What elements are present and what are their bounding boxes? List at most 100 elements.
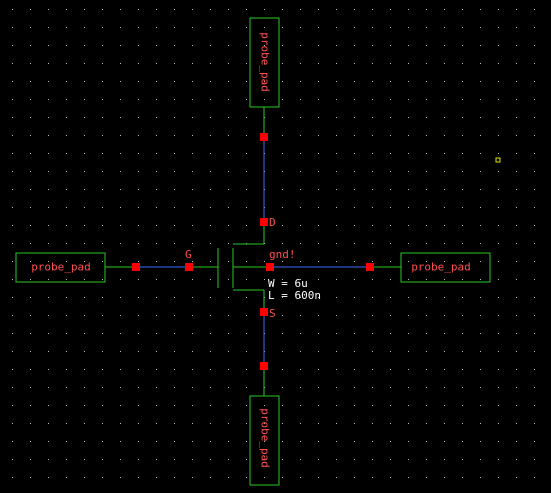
grid-dot — [174, 117, 175, 118]
pin-left-pad[interactable] — [132, 263, 140, 271]
grid-dot — [480, 9, 481, 10]
grid-dot — [300, 333, 301, 334]
probe-pad-right[interactable]: probe_pad — [400, 252, 491, 283]
grid-dot — [264, 459, 265, 460]
grid-dot — [516, 81, 517, 82]
grid-dot — [192, 117, 193, 118]
grid-dot — [336, 369, 337, 370]
grid-dot — [462, 333, 463, 334]
pin-bulk[interactable] — [266, 263, 274, 271]
grid-dot — [390, 207, 391, 208]
grid-dot — [192, 45, 193, 46]
probe-pad-bottom[interactable]: probe_pad — [249, 395, 280, 486]
pin-bottom-pad[interactable] — [260, 362, 268, 370]
pin-right-pad[interactable] — [366, 263, 374, 271]
grid-dot — [48, 243, 49, 244]
grid-dot — [228, 207, 229, 208]
grid-dot — [462, 351, 463, 352]
grid-dot — [444, 117, 445, 118]
grid-dot — [192, 459, 193, 460]
grid-dot — [372, 45, 373, 46]
grid-dot — [336, 243, 337, 244]
grid-dot — [408, 297, 409, 298]
grid-dot — [210, 261, 211, 262]
grid-dot — [372, 225, 373, 226]
grid-dot — [534, 9, 535, 10]
grid-dot — [30, 63, 31, 64]
grid-dot — [282, 297, 283, 298]
grid-dot — [534, 315, 535, 316]
grid-dot — [138, 297, 139, 298]
grid-dot — [498, 171, 499, 172]
grid-dot — [192, 189, 193, 190]
grid-dot — [426, 243, 427, 244]
grid-dot — [300, 459, 301, 460]
probe-pad-left[interactable]: probe_pad — [15, 252, 106, 283]
grid-dot — [354, 99, 355, 100]
grid-dot — [444, 351, 445, 352]
grid-dot — [408, 81, 409, 82]
grid-dot — [120, 81, 121, 82]
grid-dot — [246, 81, 247, 82]
grid-dot — [12, 459, 13, 460]
grid-dot — [426, 261, 427, 262]
pin-source[interactable] — [260, 308, 268, 316]
grid-dot — [408, 351, 409, 352]
grid-dot — [174, 405, 175, 406]
grid-dot — [300, 477, 301, 478]
grid-dot — [12, 261, 13, 262]
grid-dot — [480, 99, 481, 100]
grid-dot — [228, 225, 229, 226]
grid-dot — [12, 297, 13, 298]
grid-dot — [120, 369, 121, 370]
grid-dot — [192, 351, 193, 352]
grid-dot — [48, 459, 49, 460]
grid-dot — [228, 171, 229, 172]
grid-dot — [372, 81, 373, 82]
grid-dot — [174, 423, 175, 424]
grid-dot — [156, 189, 157, 190]
grid-dot — [282, 243, 283, 244]
grid-dot — [246, 477, 247, 478]
grid-dot — [336, 261, 337, 262]
grid-dot — [390, 225, 391, 226]
grid-dot — [408, 477, 409, 478]
grid-dot — [318, 459, 319, 460]
grid-dot — [390, 441, 391, 442]
grid-dot — [210, 207, 211, 208]
grid-dot — [30, 81, 31, 82]
grid-dot — [480, 81, 481, 82]
grid-dot — [264, 423, 265, 424]
grid-dot — [372, 171, 373, 172]
grid-dot — [156, 315, 157, 316]
pins — [132, 133, 374, 370]
pin-gate[interactable] — [185, 263, 193, 271]
pin-drain[interactable] — [260, 218, 268, 226]
grid-dot — [300, 153, 301, 154]
nmos-transistor[interactable] — [189, 222, 270, 312]
pin-top-pad[interactable] — [260, 133, 268, 141]
grid-dot — [228, 387, 229, 388]
grid-dot — [408, 279, 409, 280]
grid-dot — [246, 333, 247, 334]
grid-dot — [138, 441, 139, 442]
grid-dot — [408, 459, 409, 460]
grid-dot — [300, 261, 301, 262]
grid-dot — [534, 189, 535, 190]
grid-dot — [120, 387, 121, 388]
grid-dot — [426, 279, 427, 280]
grid-dot — [480, 369, 481, 370]
grid-dot — [516, 27, 517, 28]
grid-dot — [390, 117, 391, 118]
grid-dot — [516, 99, 517, 100]
grid-dot — [498, 135, 499, 136]
grid-dot — [192, 171, 193, 172]
grid-dot — [12, 279, 13, 280]
probe-pad-top[interactable]: probe_pad — [249, 17, 280, 108]
grid-dot — [264, 405, 265, 406]
grid-dot — [246, 45, 247, 46]
grid-dot — [462, 81, 463, 82]
grid-dot — [408, 225, 409, 226]
grid-dot — [30, 225, 31, 226]
